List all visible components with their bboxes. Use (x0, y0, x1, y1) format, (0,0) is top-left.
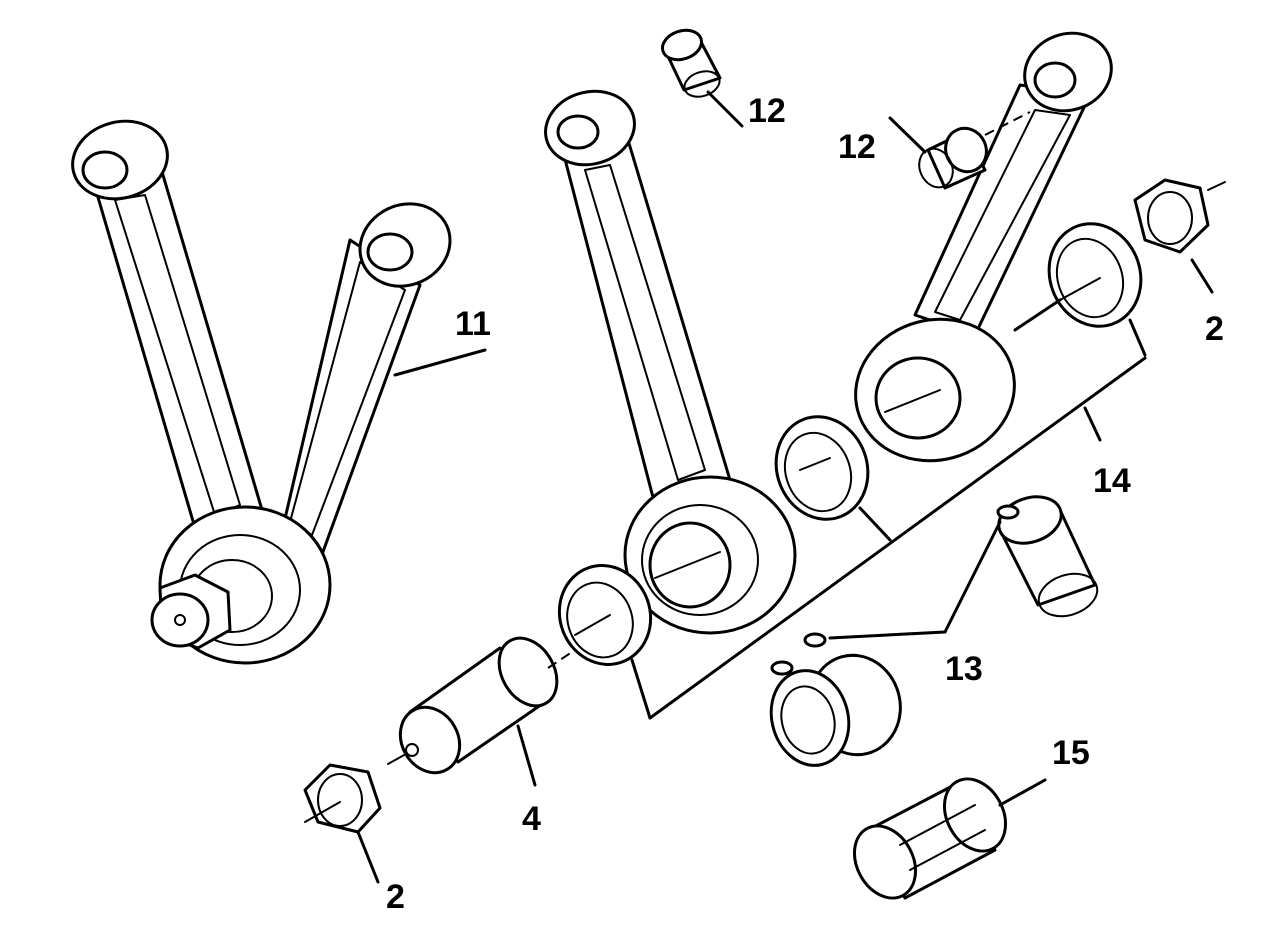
crank-nut-left-drawing (303, 763, 382, 834)
callout-4: 4 (522, 800, 541, 838)
small-end-bush-lower-drawing (918, 111, 1031, 190)
front-connecting-rod-drawing (544, 89, 797, 635)
callout-labels: 11 12 12 2 14 13 15 4 2 (386, 92, 1224, 916)
bearing-sleeve-middle-drawing (774, 415, 870, 521)
callout-13: 13 (945, 650, 983, 688)
callout-12-upper: 12 (748, 92, 786, 130)
needle-roller-cage-lower-drawing (769, 632, 902, 767)
small-end-bush-upper-drawing (660, 28, 722, 98)
callout-2-right: 2 (1205, 310, 1224, 348)
crank-pin-drawing (387, 636, 573, 775)
needle-roller-cage-upper-drawing (996, 495, 1099, 618)
assembled-connecting-rods-drawing (71, 119, 452, 665)
needle-bearing-drawing (853, 777, 1007, 900)
callout-2-left: 2 (386, 878, 405, 916)
callout-12-lower: 12 (838, 128, 876, 166)
rear-connecting-rod-drawing (854, 31, 1113, 463)
callout-11: 11 (455, 305, 491, 343)
crank-nut-right-drawing (1133, 178, 1226, 254)
bearing-sleeve-left-drawing (557, 564, 653, 666)
callout-14: 14 (1093, 462, 1131, 500)
callout-15: 15 (1052, 734, 1090, 772)
leader-lines (356, 90, 1214, 884)
bearing-sleeve-right-drawing (1047, 222, 1143, 328)
